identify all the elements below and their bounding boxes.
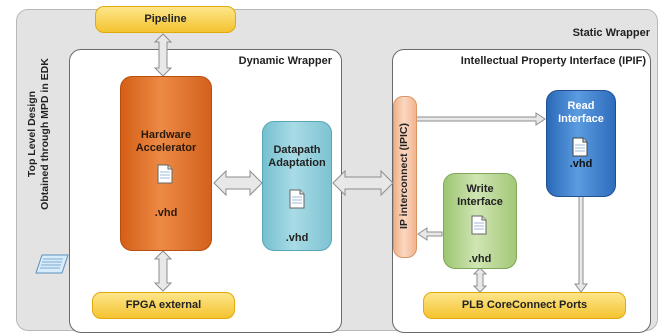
datapath-adaptation-line2: Adaptation (268, 157, 326, 169)
arrow-ipic-read (415, 112, 546, 126)
ipif-label: Intellectual Property Interface (IPIF) (460, 55, 646, 67)
write-interface-title: Write Interface (443, 183, 517, 209)
hardware-accelerator-title: Hardware Accelerator (120, 129, 212, 155)
hardware-accelerator-file: .vhd (154, 207, 178, 219)
fpga-external-label: FPGA external (125, 299, 202, 311)
fpga-external-block (92, 292, 235, 319)
hardware-accelerator-line2: Accelerator (135, 142, 197, 154)
vhd-file-icon (157, 164, 173, 184)
hardware-accelerator-block (120, 76, 212, 251)
vhd-file-icon (572, 137, 588, 157)
datapath-adaptation-block (262, 121, 332, 251)
pipeline-label: Pipeline (144, 13, 187, 25)
arrow-accelerator-datapath (213, 169, 263, 197)
arrow-plb-write (472, 267, 488, 293)
mpd-file-icon (35, 254, 69, 274)
dynamic-wrapper-label: Dynamic Wrapper (238, 55, 332, 67)
read-interface-line2: Interface (558, 113, 604, 125)
datapath-adaptation-line1: Datapath (273, 144, 321, 156)
read-interface-file: .vhd (569, 158, 593, 170)
datapath-adaptation-file: .vhd (285, 232, 309, 244)
vhd-file-icon (471, 215, 487, 235)
write-interface-file: .vhd (468, 253, 492, 265)
ipic-label: IP interconnect (IPIC) (398, 123, 410, 229)
pipeline-block (95, 6, 236, 33)
arrow-read-plb (574, 195, 588, 293)
write-interface-line2: Interface (457, 196, 503, 208)
write-interface-line1: Write (466, 183, 494, 195)
read-interface-title: Read Interface (546, 100, 616, 126)
arrow-accelerator-fpga (153, 250, 173, 292)
read-interface-line1: Read (567, 100, 595, 112)
plb-ports-label: PLB CoreConnect Ports (461, 299, 588, 311)
hardware-accelerator-line1: Hardware (140, 129, 192, 141)
plb-ports-block (423, 292, 626, 319)
arrow-write-ipic (417, 227, 443, 241)
ipic-block (393, 96, 417, 258)
arrow-datapath-ipic (332, 169, 394, 197)
vhd-file-icon (289, 189, 305, 209)
static-wrapper-label: Static Wrapper (572, 27, 650, 39)
arrow-pipeline-accelerator (153, 33, 173, 77)
datapath-adaptation-title: Datapath Adaptation (262, 144, 332, 170)
